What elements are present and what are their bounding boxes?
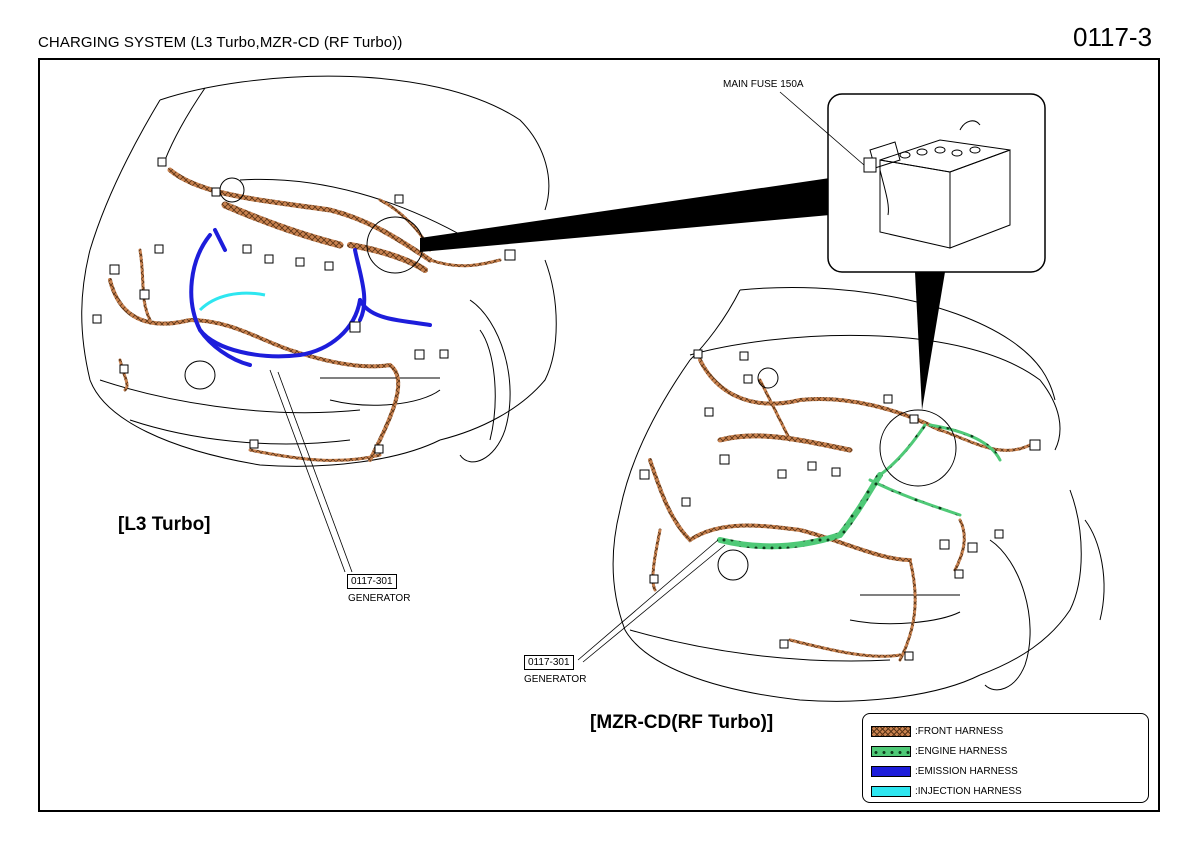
legend-item-injection: :INJECTION HARNESS xyxy=(871,784,1022,798)
legend-label: :ENGINE HARNESS xyxy=(915,745,1008,757)
generator-leaders xyxy=(269,369,726,663)
left-injection-harness xyxy=(198,291,266,312)
diagram-frame xyxy=(38,58,1160,812)
right-view-title: [MZR-CD(RF Turbo)] xyxy=(590,712,774,733)
left-car-body xyxy=(81,75,557,467)
left-fuse-location-circle xyxy=(366,216,424,274)
injection-harness-swatch xyxy=(871,785,911,797)
left-callout-wedge xyxy=(420,178,830,252)
legend-item-emission: :EMISSION HARNESS xyxy=(871,764,1018,778)
battery-inset xyxy=(827,93,1046,273)
emission-harness-swatch xyxy=(871,765,911,777)
right-callout-wedge xyxy=(915,272,945,410)
right-generator-label: GENERATOR xyxy=(524,674,587,685)
legend-label: :FRONT HARNESS xyxy=(915,725,1004,737)
left-connectors xyxy=(92,157,516,454)
front-harness-swatch xyxy=(871,725,911,737)
left-emission-harness xyxy=(189,228,432,367)
engine-harness-swatch xyxy=(871,745,911,757)
right-car-body xyxy=(612,286,1105,702)
page-title: CHARGING SYSTEM (L3 Turbo,MZR-CD (RF Tur… xyxy=(38,34,403,51)
main-fuse-label: MAIN FUSE 150A xyxy=(723,79,804,90)
left-generator-code: 0117-301 xyxy=(347,574,397,589)
harness-legend: :FRONT HARNESS :ENGINE HARNESS :EMISSION… xyxy=(862,713,1149,803)
legend-item-front: :FRONT HARNESS xyxy=(871,724,1003,738)
legend-label: :EMISSION HARNESS xyxy=(915,765,1018,777)
right-front-harness xyxy=(648,358,1032,662)
right-fuse-location-circle xyxy=(879,409,957,487)
left-front-harness xyxy=(108,167,502,462)
left-view-title: [L3 Turbo] xyxy=(118,514,211,535)
main-fuse-leader xyxy=(779,91,865,166)
legend-item-engine: :ENGINE HARNESS xyxy=(871,744,1007,758)
left-generator-label: GENERATOR xyxy=(348,593,411,604)
right-generator-code: 0117-301 xyxy=(524,655,574,670)
page-code: 0117-3 xyxy=(1073,22,1153,52)
right-engine-harness xyxy=(717,423,1002,550)
legend-label: :INJECTION HARNESS xyxy=(915,785,1022,797)
right-connectors xyxy=(639,349,1041,661)
